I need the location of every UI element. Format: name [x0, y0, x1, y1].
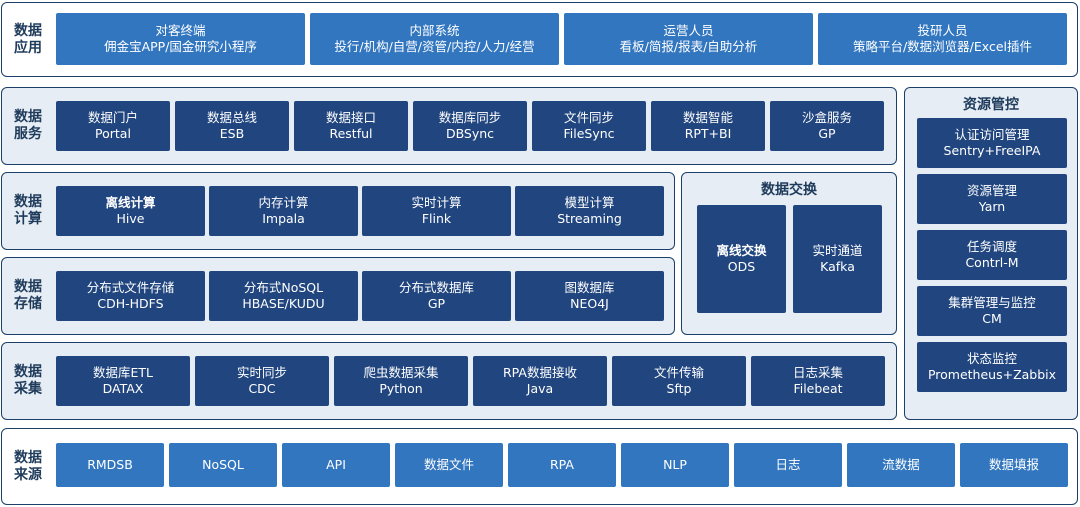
- storage-box-neo4j: 图数据库 NEO4J: [515, 271, 664, 321]
- source-box-fill: 数据填报: [960, 443, 1068, 487]
- service-box-sandbox: 沙盒服务 GP: [770, 101, 884, 151]
- exchange-box-kafka: 实时通道 Kafka: [793, 205, 882, 313]
- panel-data-exchange: 数据交换 离线交换 ODS 实时通道 Kafka: [681, 172, 897, 335]
- app-box-client: 对客终端 佣金宝APP/国金研究小程序: [56, 13, 305, 65]
- layer-data-application: 数据 应用 对客终端 佣金宝APP/国金研究小程序 内部系统 投行/机构/自营/…: [1, 2, 1078, 77]
- layer-title: 数据 计算: [14, 194, 42, 227]
- source-box-logs: 日志: [734, 443, 842, 487]
- service-box-filesync: 文件同步 FileSync: [532, 101, 646, 151]
- collect-box-cdc: 实时同步 CDC: [195, 356, 329, 406]
- collect-box-filebeat: 日志采集 Filebeat: [751, 356, 885, 406]
- source-box-api: API: [282, 443, 390, 487]
- resource-box-yarn: 资源管理 Yarn: [917, 174, 1067, 224]
- storage-box-nosql: 分布式NoSQL HBASE/KUDU: [209, 271, 358, 321]
- resource-box-auth: 认证访问管理 Sentry+FreeIPA: [917, 118, 1067, 168]
- layer-data-service: 数据 服务 数据门户 Portal 数据总线 ESB 数据接口 Restful …: [1, 87, 897, 165]
- layer-title: 数据 应用: [14, 22, 42, 56]
- service-box-portal: 数据门户 Portal: [56, 101, 170, 151]
- source-box-files: 数据文件: [395, 443, 503, 487]
- layer-data-compute: 数据 计算 离线计算 Hive 内存计算 Impala 实时计算 Flink 模…: [1, 172, 675, 250]
- source-box-rpa: RPA: [508, 443, 616, 487]
- source-box-nosql: NoSQL: [169, 443, 277, 487]
- exchange-box-ods: 离线交换 ODS: [697, 205, 786, 313]
- layer-title: 数据 服务: [14, 109, 42, 142]
- service-box-restful: 数据接口 Restful: [294, 101, 408, 151]
- compute-box-impala: 内存计算 Impala: [209, 186, 358, 236]
- service-box-rpt-bi: 数据智能 RPT+BI: [651, 101, 765, 151]
- service-box-esb: 数据总线 ESB: [175, 101, 289, 151]
- layer-title: 数据 存储: [14, 279, 42, 312]
- collect-box-python: 爬虫数据采集 Python: [334, 356, 468, 406]
- resource-box-cluster: 集群管理与监控 CM: [917, 286, 1067, 336]
- source-box-rmdsb: RMDSB: [56, 443, 164, 487]
- compute-box-hive: 离线计算 Hive: [56, 186, 205, 236]
- collect-box-datax: 数据库ETL DATAX: [56, 356, 190, 406]
- app-box-research: 投研人员 策略平台/数据浏览器/Excel插件: [818, 13, 1067, 65]
- layer-data-storage: 数据 存储 分布式文件存储 CDH-HDFS 分布式NoSQL HBASE/KU…: [1, 257, 675, 335]
- service-box-dbsync: 数据库同步 DBSync: [413, 101, 527, 151]
- resource-box-monitor: 状态监控 Prometheus+Zabbix: [917, 342, 1067, 392]
- compute-box-flink: 实时计算 Flink: [362, 186, 511, 236]
- source-box-nlp: NLP: [621, 443, 729, 487]
- resource-title: 资源管控: [963, 97, 1019, 113]
- layer-title: 数据 采集: [14, 364, 42, 397]
- layer-data-collect: 数据 采集 数据库ETL DATAX 实时同步 CDC 爬虫数据采集 Pytho…: [1, 342, 897, 420]
- app-box-operations: 运营人员 看板/简报/报表/自助分析: [564, 13, 813, 65]
- storage-box-gp: 分布式数据库 GP: [362, 271, 511, 321]
- compute-box-streaming: 模型计算 Streaming: [515, 186, 664, 236]
- storage-box-hdfs: 分布式文件存储 CDH-HDFS: [56, 271, 205, 321]
- exchange-title: 数据交换: [761, 182, 817, 198]
- resource-box-scheduler: 任务调度 Contrl-M: [917, 230, 1067, 280]
- collect-box-sftp: 文件传输 Sftp: [612, 356, 746, 406]
- layer-title: 数据 来源: [14, 449, 42, 483]
- layer-data-source: 数据 来源 RMDSB NoSQL API 数据文件 RPA NLP 日志 流数…: [1, 428, 1078, 505]
- source-box-stream: 流数据: [847, 443, 955, 487]
- app-box-internal: 内部系统 投行/机构/自营/资管/内控/人力/经营: [310, 13, 559, 65]
- panel-resource-control: 资源管控 认证访问管理 Sentry+FreeIPA 资源管理 Yarn 任务调…: [904, 87, 1078, 420]
- collect-box-java: RPA数据接收 Java: [473, 356, 607, 406]
